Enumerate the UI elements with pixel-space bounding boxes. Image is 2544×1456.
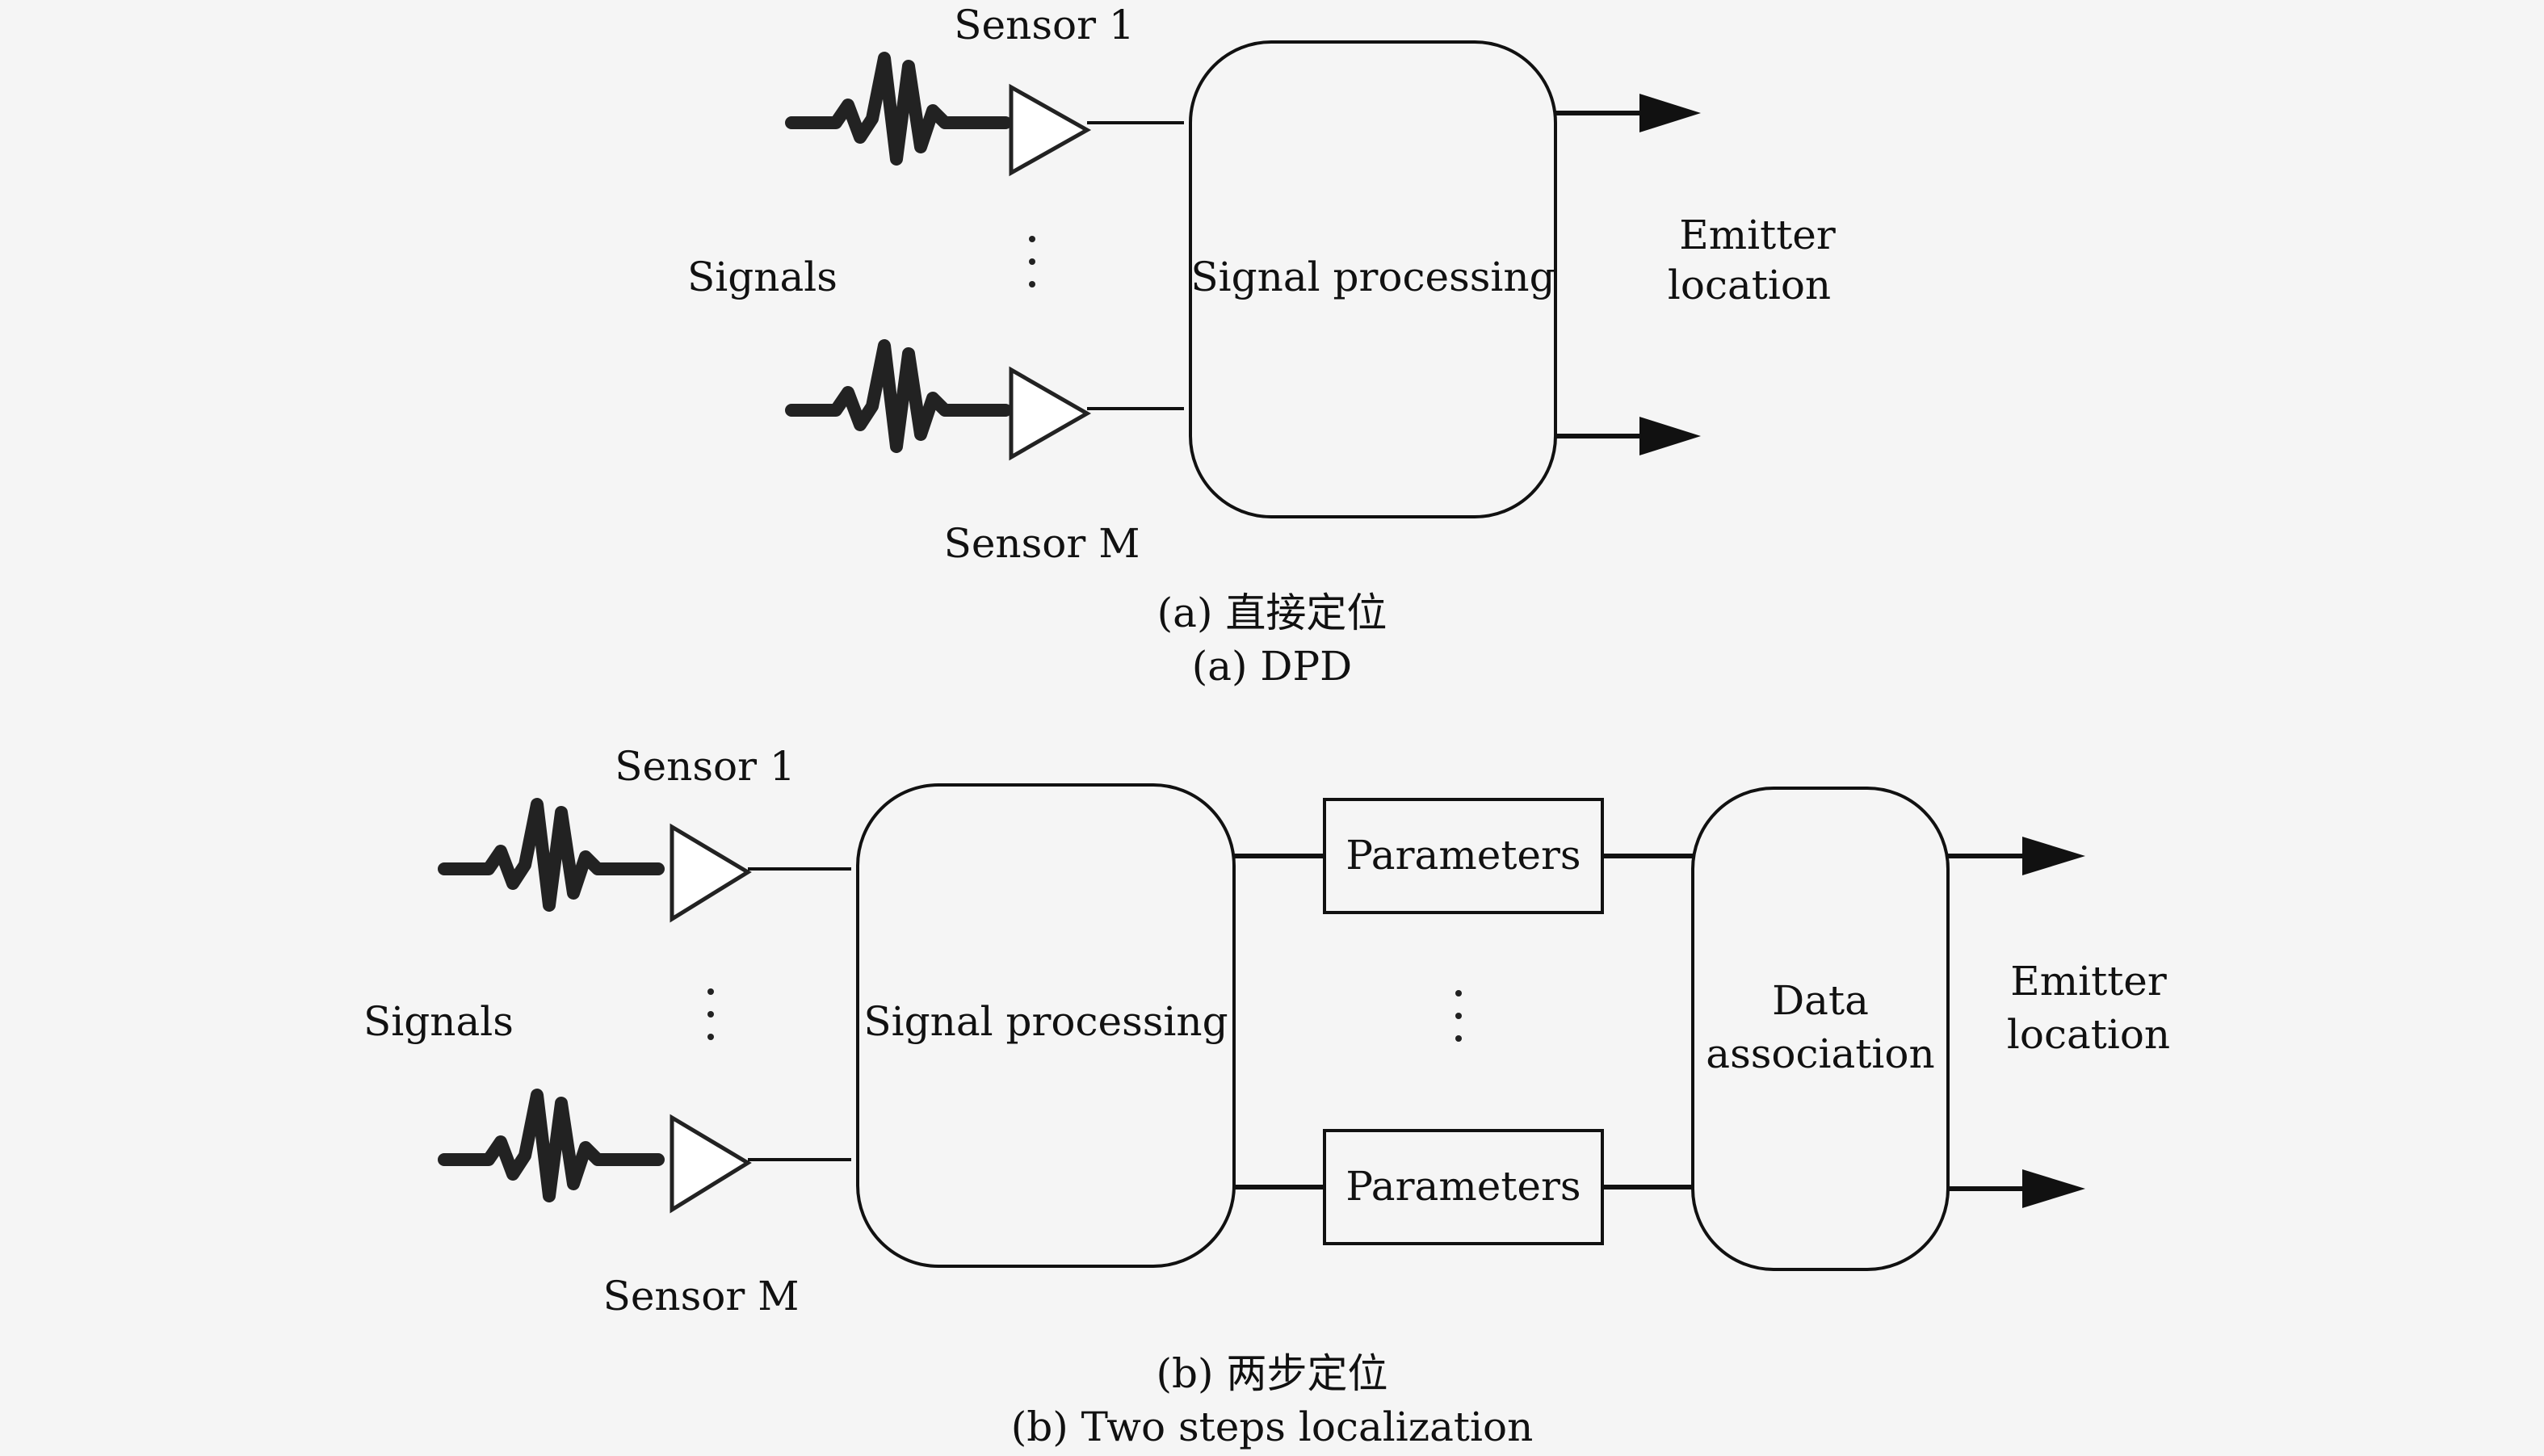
amplifier-icon bbox=[1009, 83, 1092, 177]
sensor-m-label-a: Sensor M bbox=[944, 520, 1140, 567]
amplifier-icon bbox=[1009, 366, 1092, 461]
amplifier-icon bbox=[670, 1114, 752, 1214]
caption-b-english: (b) Two steps localization bbox=[1011, 1404, 1534, 1450]
signal-processing-block bbox=[1189, 40, 1557, 518]
signal-wave-icon bbox=[444, 804, 658, 905]
emitter-label-b: Emitter bbox=[2010, 958, 2167, 1005]
emitter-label-a: Emitter bbox=[1679, 212, 1836, 258]
signal-processing-label-a: Signal processing bbox=[1190, 254, 1555, 300]
sensor-m-label-b: Sensor M bbox=[603, 1273, 800, 1320]
data-label: Data bbox=[1772, 977, 1869, 1024]
signal-processing-label-b: Signal processing bbox=[863, 998, 1228, 1045]
parameters-label-bottom: Parameters bbox=[1345, 1163, 1581, 1210]
caption-b-chinese: (b) 两步定位 bbox=[1157, 1350, 1388, 1397]
arrowhead-icon bbox=[2022, 837, 2085, 875]
signals-label-b: Signals bbox=[363, 998, 514, 1045]
ellipsis-dots bbox=[1029, 236, 1035, 287]
ellipsis-dots bbox=[707, 988, 714, 1040]
diagram-a-dpd: Sensor 1 Sensor M Signals Signal process… bbox=[687, 2, 1836, 690]
sensor-1-label-a: Sensor 1 bbox=[954, 2, 1134, 48]
location-label-b: location bbox=[2007, 1011, 2170, 1058]
caption-a-chinese: (a) 直接定位 bbox=[1157, 590, 1387, 636]
signal-wave-icon bbox=[791, 346, 1005, 447]
signal-wave-icon bbox=[791, 58, 1005, 159]
parameters-label-top: Parameters bbox=[1345, 832, 1581, 879]
location-label-a: location bbox=[1668, 262, 1831, 308]
caption-a-english: (a) DPD bbox=[1192, 643, 1353, 690]
association-label: association bbox=[1706, 1030, 1934, 1077]
amplifier-icon bbox=[670, 823, 752, 923]
arrowhead-icon bbox=[1639, 94, 1701, 132]
ellipsis-dots bbox=[1455, 990, 1462, 1042]
signal-wave-icon bbox=[444, 1095, 658, 1196]
signal-processing-block bbox=[856, 783, 1236, 1268]
data-association-block bbox=[1691, 787, 1950, 1271]
signals-label-a: Signals bbox=[687, 254, 838, 300]
arrowhead-icon bbox=[1639, 417, 1701, 455]
arrowhead-icon bbox=[2022, 1169, 2085, 1208]
sensor-1-label-b: Sensor 1 bbox=[615, 743, 795, 790]
diagram-b-two-step: Sensor 1 Sensor M Signals Signal process… bbox=[363, 743, 2170, 1450]
